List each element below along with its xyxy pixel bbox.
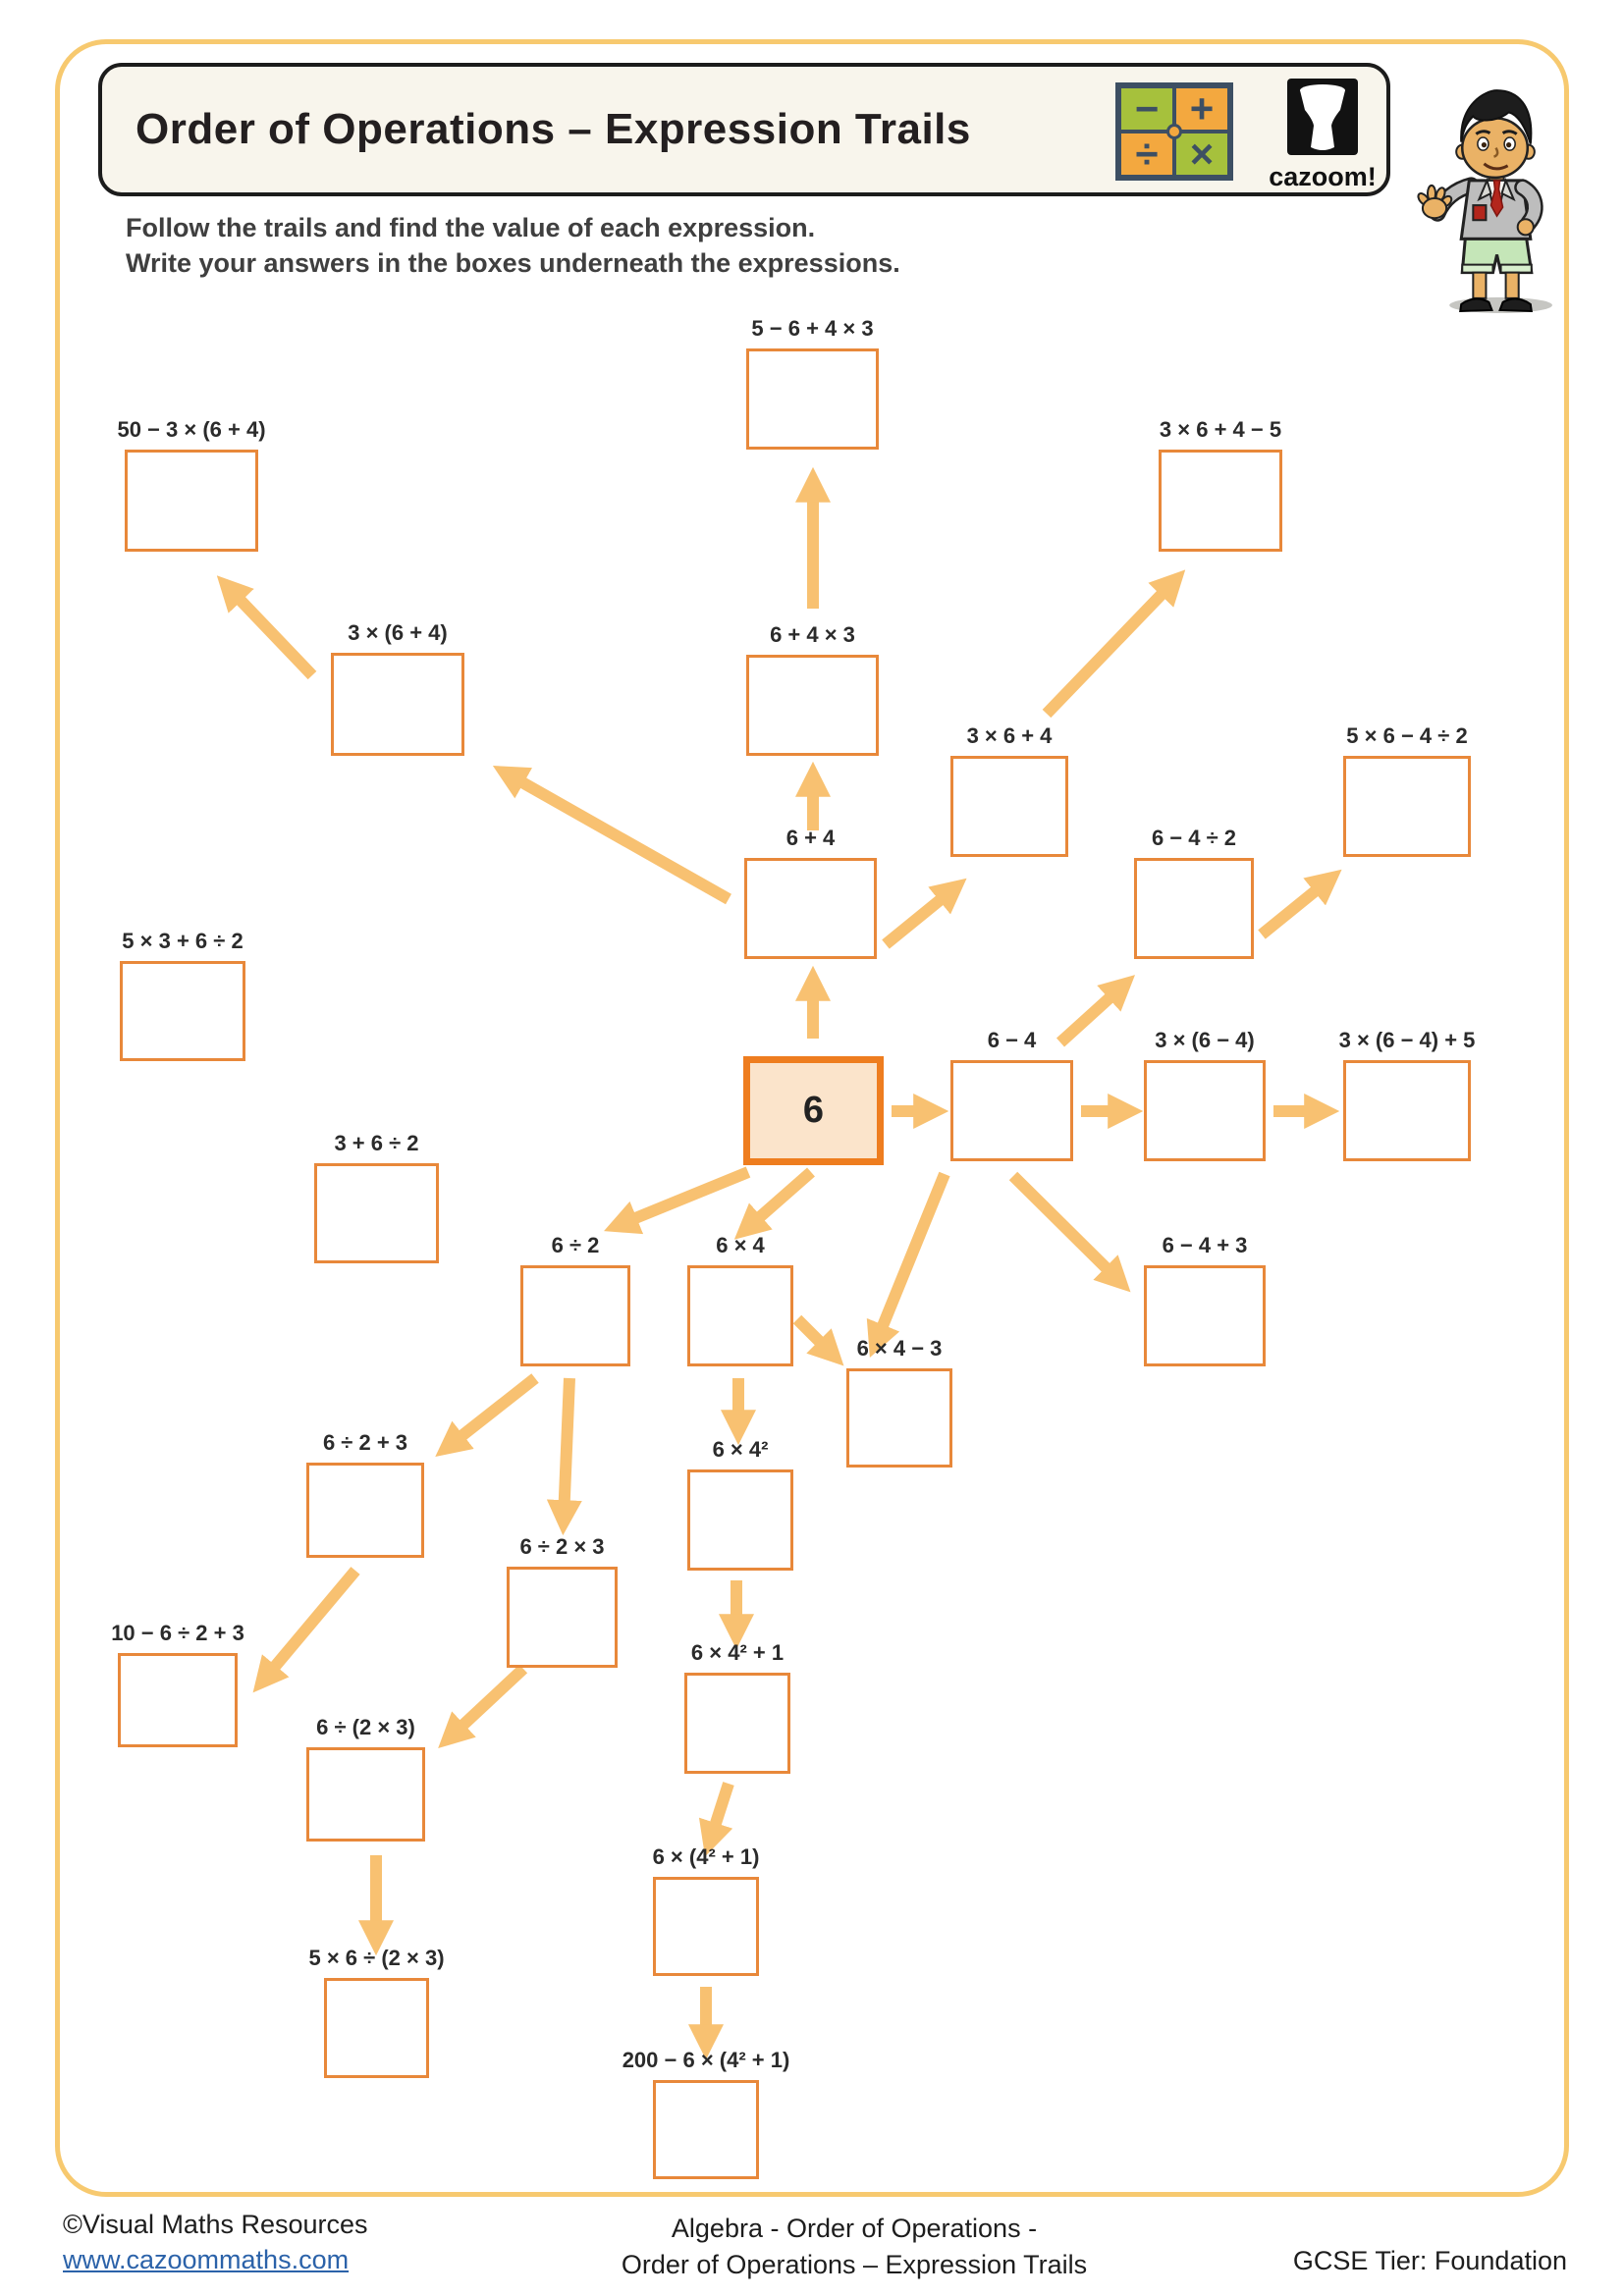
answer-box-5x6d(2x3)[interactable] [324, 1978, 429, 2078]
expression-label-5x3+6d2: 5 × 3 + 6 ÷ 2 [122, 929, 244, 953]
answer-box-6-4[interactable] [950, 1060, 1073, 1161]
answer-box-3+6d2[interactable] [314, 1163, 439, 1263]
answer-box-3x(6-4)+5[interactable] [1343, 1060, 1471, 1161]
instructions-line2: Write your answers in the boxes undernea… [126, 248, 900, 278]
minus-icon: − [1119, 86, 1174, 132]
drum-icon [1287, 79, 1358, 155]
expression-label-6-4: 6 − 4 [987, 1028, 1037, 1052]
answer-box-6x(4sq+1)[interactable] [653, 1877, 759, 1976]
answer-box-3x6+4[interactable] [950, 756, 1068, 857]
start-value-box: 6 [743, 1056, 884, 1165]
expression-label-50-3x(6+4): 50 − 3 × (6 + 4) [117, 417, 266, 442]
page-border [55, 39, 1569, 2197]
expression-label-6+4x3: 6 + 4 × 3 [770, 622, 855, 647]
operators-icon: − + ÷ × [1115, 82, 1233, 181]
answer-box-3x6+4-5[interactable] [1159, 450, 1282, 552]
expression-label-3+6d2: 3 + 6 ÷ 2 [334, 1131, 419, 1155]
answer-box-6d2x3[interactable] [507, 1567, 618, 1668]
expression-label-6-4+3: 6 − 4 + 3 [1162, 1233, 1248, 1257]
divide-icon: ÷ [1119, 132, 1174, 177]
tier-label: GCSE Tier: Foundation [1292, 2246, 1567, 2275]
footer-topic: Algebra - Order of Operations - Order of… [579, 2211, 1129, 2283]
expression-label-3x6+4-5: 3 × 6 + 4 − 5 [1159, 417, 1282, 442]
mascot-boy-illustration [1417, 89, 1552, 313]
footer-credits: ©Visual Maths Resources www.cazoommaths.… [63, 2207, 368, 2277]
expression-label-6x4sq+1: 6 × 4² + 1 [690, 1640, 785, 1665]
answer-box-6x4sq+1[interactable] [684, 1673, 790, 1774]
expression-label-6-4d2: 6 − 4 ÷ 2 [1151, 826, 1237, 850]
answer-box-6d(2x3)[interactable] [306, 1747, 425, 1842]
expression-label-200-6x(4sq+1): 200 − 6 × (4² + 1) [622, 2048, 790, 2072]
title-bar: Order of Operations – Expression Trails … [98, 63, 1390, 196]
website-link[interactable]: www.cazoommaths.com [63, 2245, 350, 2274]
answer-box-6+4[interactable] [744, 858, 877, 959]
footer-topic-line1: Algebra - Order of Operations - [671, 2214, 1038, 2243]
page-title: Order of Operations – Expression Trails [135, 105, 971, 153]
expression-label-6x4-3: 6 × 4 − 3 [856, 1336, 943, 1361]
answer-box-5-6+4x3[interactable] [746, 348, 879, 450]
answer-box-5x6-4d2[interactable] [1343, 756, 1471, 857]
logo-text: cazoom! [1269, 162, 1377, 191]
plus-icon: + [1174, 86, 1229, 132]
answer-box-3x(6+4)[interactable] [331, 653, 464, 756]
answer-box-6x4-3[interactable] [846, 1368, 952, 1468]
answer-box-6x4sq[interactable] [687, 1469, 793, 1571]
expression-label-5-6+4x3: 5 − 6 + 4 × 3 [751, 316, 874, 341]
expression-label-3x(6-4)+5: 3 × (6 − 4) + 5 [1338, 1028, 1476, 1052]
copyright-text: ©Visual Maths Resources [63, 2210, 368, 2239]
expression-label-5x6d(2x3): 5 × 6 ÷ (2 × 3) [308, 1946, 445, 1970]
expression-label-6x(4sq+1): 6 × (4² + 1) [652, 1844, 760, 1869]
answer-box-50-3x(6+4)[interactable] [125, 450, 258, 552]
expression-label-6d2: 6 ÷ 2 [551, 1233, 600, 1257]
answer-box-6-4+3[interactable] [1144, 1265, 1266, 1366]
footer-topic-line2: Order of Operations – Expression Trails [621, 2250, 1088, 2279]
expression-label-6d2+3: 6 ÷ 2 + 3 [322, 1430, 408, 1455]
expression-label-3x6+4: 3 × 6 + 4 [966, 723, 1053, 748]
answer-box-6+4x3[interactable] [746, 655, 879, 756]
instructions: Follow the trails and find the value of … [126, 210, 900, 281]
expression-label-5x6-4d2: 5 × 6 − 4 ÷ 2 [1346, 723, 1468, 748]
expression-label-6d2x3: 6 ÷ 2 × 3 [519, 1534, 605, 1559]
answer-box-6x4[interactable] [687, 1265, 793, 1366]
answer-box-6d2[interactable] [520, 1265, 630, 1366]
expression-label-6x4sq: 6 × 4² [712, 1437, 769, 1462]
expression-label-10-6d2+3: 10 − 6 ÷ 2 + 3 [111, 1621, 244, 1645]
times-icon: × [1174, 132, 1229, 177]
expression-label-3x(6+4): 3 × (6 + 4) [348, 620, 448, 645]
instructions-line1: Follow the trails and find the value of … [126, 213, 816, 242]
answer-box-6d2+3[interactable] [306, 1463, 424, 1558]
answer-box-200-6x(4sq+1)[interactable] [653, 2080, 759, 2179]
answer-box-6-4d2[interactable] [1134, 858, 1254, 959]
expression-label-6x4: 6 × 4 [716, 1233, 765, 1257]
answer-box-5x3+6d2[interactable] [120, 961, 245, 1061]
grid-center-dot [1166, 124, 1182, 139]
expression-label-6+4: 6 + 4 [785, 826, 836, 850]
expression-label-3x(6-4): 3 × (6 − 4) [1155, 1028, 1255, 1052]
expression-label-6d(2x3): 6 ÷ (2 × 3) [316, 1715, 415, 1739]
answer-box-3x(6-4)[interactable] [1144, 1060, 1266, 1161]
answer-box-10-6d2+3[interactable] [118, 1653, 238, 1747]
cazoom-logo: cazoom! [1261, 79, 1384, 192]
